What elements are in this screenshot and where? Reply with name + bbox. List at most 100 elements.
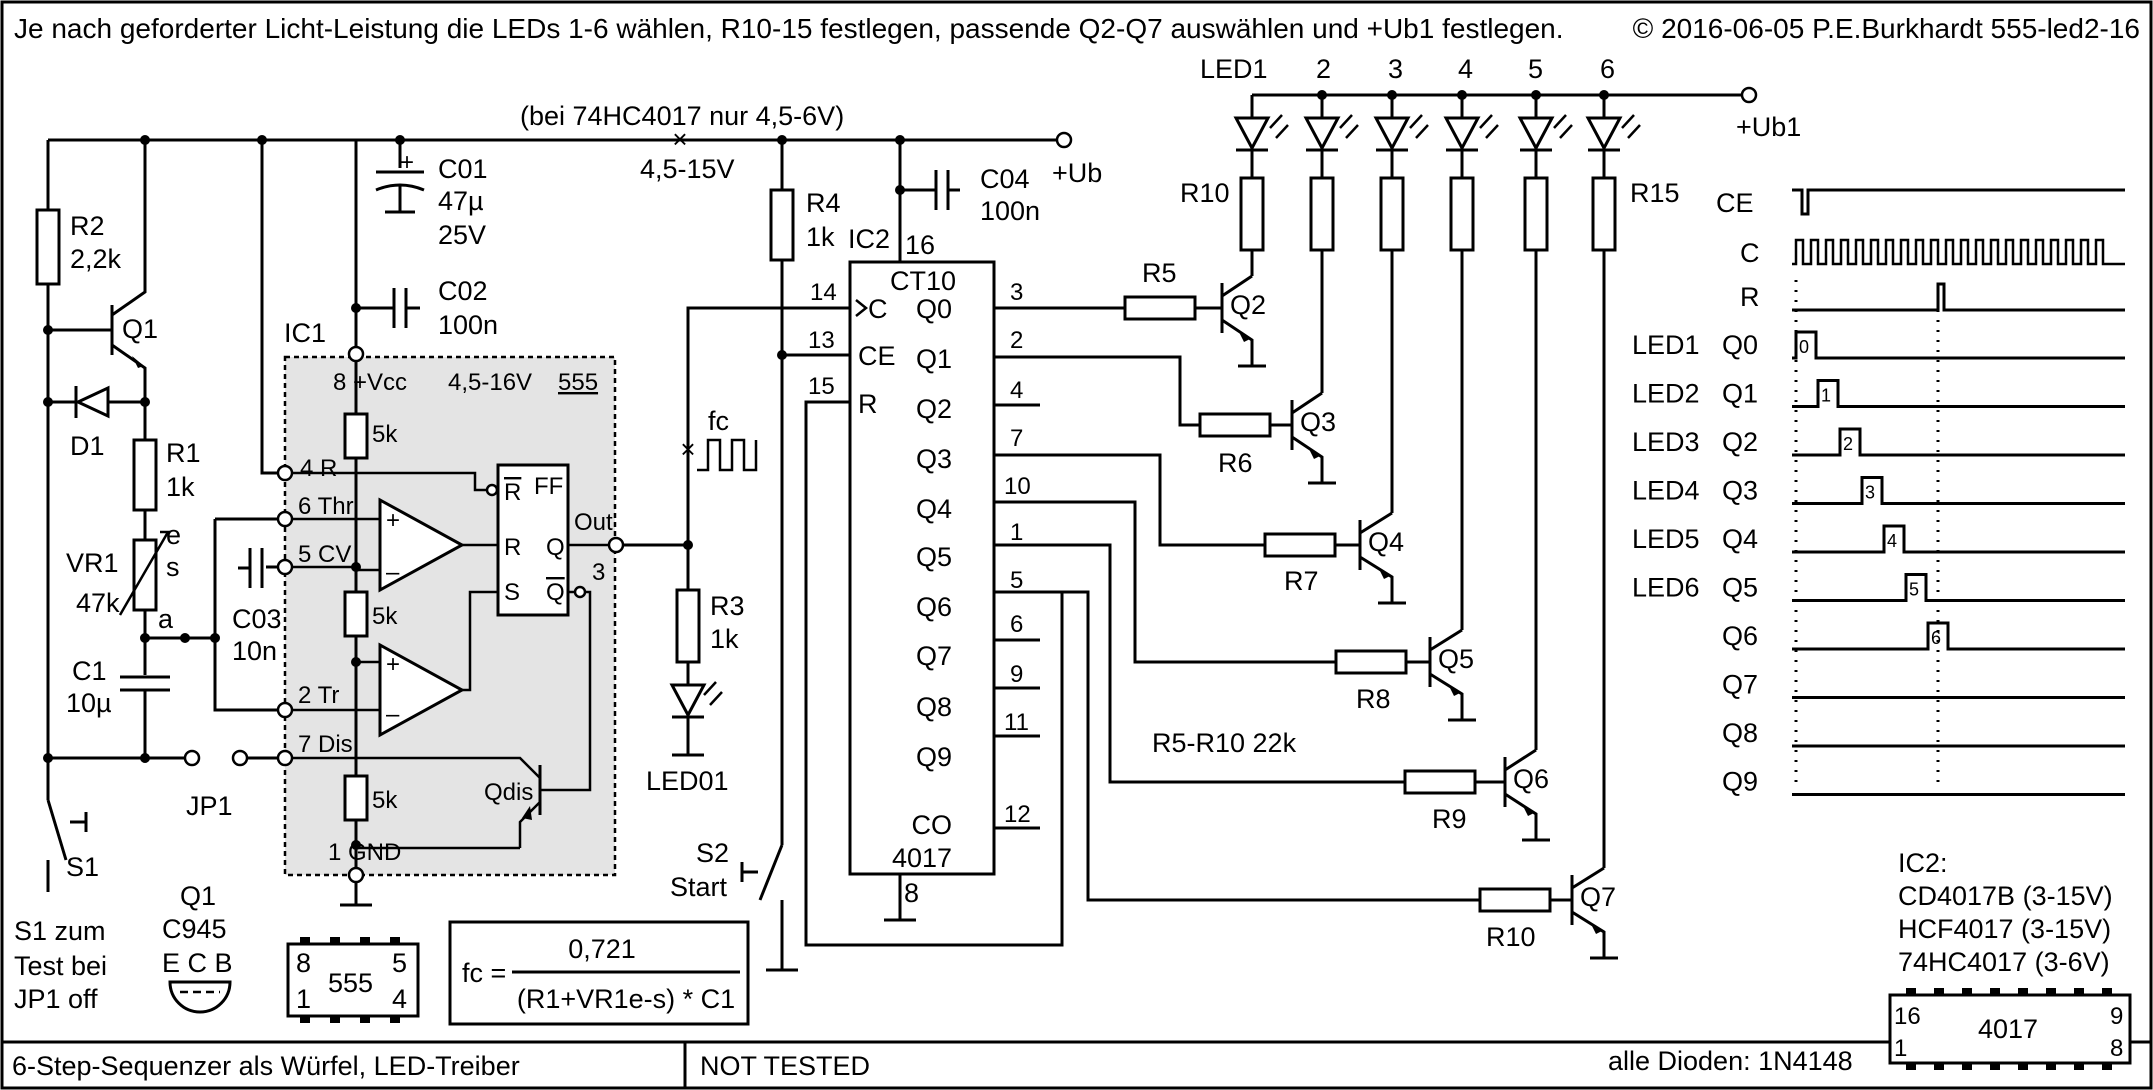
s2-label: S2 xyxy=(696,838,729,868)
svg-text:7: 7 xyxy=(1010,425,1023,452)
c04-value: 100n xyxy=(980,196,1040,226)
pin4 xyxy=(276,464,294,482)
timing-q-label: Q3 xyxy=(1722,476,1758,506)
pin3 xyxy=(607,536,625,554)
led2-label: 2 xyxy=(1316,54,1331,84)
timing-q-label: Q5 xyxy=(1722,573,1758,603)
svg-text:+: + xyxy=(400,149,414,176)
ic1-label: IC1 xyxy=(284,318,326,348)
svg-text:R: R xyxy=(858,389,878,419)
r15-label: R15 xyxy=(1630,178,1680,208)
ub-label: +Ub xyxy=(1052,158,1102,188)
comparator-lower xyxy=(378,642,466,738)
formula-lhs: fc = xyxy=(462,958,506,988)
timing-reset xyxy=(1792,282,2125,312)
led-diode xyxy=(1517,116,1555,152)
svg-text:11: 11 xyxy=(1004,709,1029,736)
res-5k-top xyxy=(343,412,369,460)
q1-type: C945 xyxy=(162,914,227,944)
timing-output xyxy=(1792,379,2125,408)
timing-c-label: C xyxy=(1740,238,1760,268)
led-resistor xyxy=(1309,176,1335,252)
vr1-a: a xyxy=(158,604,174,634)
pin6 xyxy=(276,510,294,528)
res-5k-mid-label: 5k xyxy=(372,603,398,630)
ic1-type-label: 555 xyxy=(558,369,598,396)
svg-text:1: 1 xyxy=(296,984,311,1014)
svg-text:CE: CE xyxy=(858,341,896,371)
d1 xyxy=(74,385,110,419)
led-diode xyxy=(1373,116,1411,152)
c01-volt: 25V xyxy=(438,220,486,250)
transistor-label: Q7 xyxy=(1580,882,1616,912)
r2-label: R2 xyxy=(70,211,105,241)
led-resistor xyxy=(1523,176,1549,252)
ic1-pin5-label: 5 CV xyxy=(298,541,351,568)
ic1-pin7-label: 7 Dis xyxy=(298,731,353,758)
vr1-e: e xyxy=(166,520,181,550)
s1-note-2: Test bei xyxy=(14,951,107,981)
r10b-label: R10 xyxy=(1486,922,1536,952)
svg-text:Q1: Q1 xyxy=(916,344,952,374)
rail-voltage: 4,5-15V xyxy=(640,154,735,184)
svg-text:Q9: Q9 xyxy=(916,742,952,772)
svg-text:8: 8 xyxy=(2110,1035,2123,1062)
ic2-pin16: 16 xyxy=(905,230,935,260)
dip8-555-icon xyxy=(286,942,420,1018)
c02-value: 100n xyxy=(438,310,498,340)
led-diode xyxy=(1303,116,1341,152)
svg-text:4: 4 xyxy=(1010,377,1023,404)
timing-output xyxy=(1792,573,2125,602)
led01 xyxy=(669,683,707,719)
timing-step: 3 xyxy=(1865,483,1875,503)
timing-step: 5 xyxy=(1909,580,1919,600)
transistor-label: Q2 xyxy=(1230,290,1266,320)
formula-denominator: (R1+VR1e-s) * C1 xyxy=(517,984,735,1014)
jp1-b xyxy=(231,749,249,767)
svg-text:–: – xyxy=(386,559,400,586)
ic1-pin6-label: 6 Thr xyxy=(298,493,354,520)
q1-label: Q1 xyxy=(122,314,158,344)
timing-q-label: Q0 xyxy=(1722,330,1758,360)
timing-output xyxy=(1792,476,2125,505)
rail-note: (bei 74HC4017 nur 4,5-6V) xyxy=(520,101,844,131)
driver-stage xyxy=(1123,295,1572,913)
svg-text:–: – xyxy=(386,701,400,728)
ic2-variant-title: IC2: xyxy=(1898,848,1948,878)
q1-ref: Q1 xyxy=(180,881,216,911)
transistor-label: Q4 xyxy=(1368,527,1404,557)
vr1 xyxy=(132,538,158,612)
c01-label: C01 xyxy=(438,154,488,184)
svg-text:15: 15 xyxy=(808,373,835,400)
timing-q-label: Q1 xyxy=(1722,379,1758,409)
r1 xyxy=(132,438,158,512)
dip8-label: 555 xyxy=(328,968,373,998)
svg-text:+: + xyxy=(386,507,400,534)
r10-label: R10 xyxy=(1180,178,1230,208)
transistor-label: Q3 xyxy=(1300,407,1336,437)
svg-text:13: 13 xyxy=(808,327,835,354)
timing-led-label: LED6 xyxy=(1632,573,1700,603)
pin5 xyxy=(276,558,294,576)
jp1-label: JP1 xyxy=(186,791,233,821)
res-5k-bot-label: 5k xyxy=(372,787,398,814)
svg-text:Q0: Q0 xyxy=(916,294,952,324)
ic1-out-label: Out xyxy=(574,509,613,536)
timing-step: 1 xyxy=(1821,386,1831,406)
r9-label: R9 xyxy=(1432,804,1467,834)
timing-step: 6 xyxy=(1931,628,1941,648)
s2-name: Start xyxy=(670,872,728,902)
led-array xyxy=(1233,90,1641,868)
svg-text:Q2: Q2 xyxy=(916,394,952,424)
svg-text:10: 10 xyxy=(1004,473,1031,500)
timing-q-label: Q6 xyxy=(1722,621,1758,651)
ub1-label: +Ub1 xyxy=(1736,112,1801,142)
svg-text:Q6: Q6 xyxy=(916,592,952,622)
svg-text:Q: Q xyxy=(546,534,565,561)
led-diode xyxy=(1585,116,1623,152)
ic2-ref: IC2 xyxy=(848,224,890,254)
r4-label: R4 xyxy=(806,188,841,218)
